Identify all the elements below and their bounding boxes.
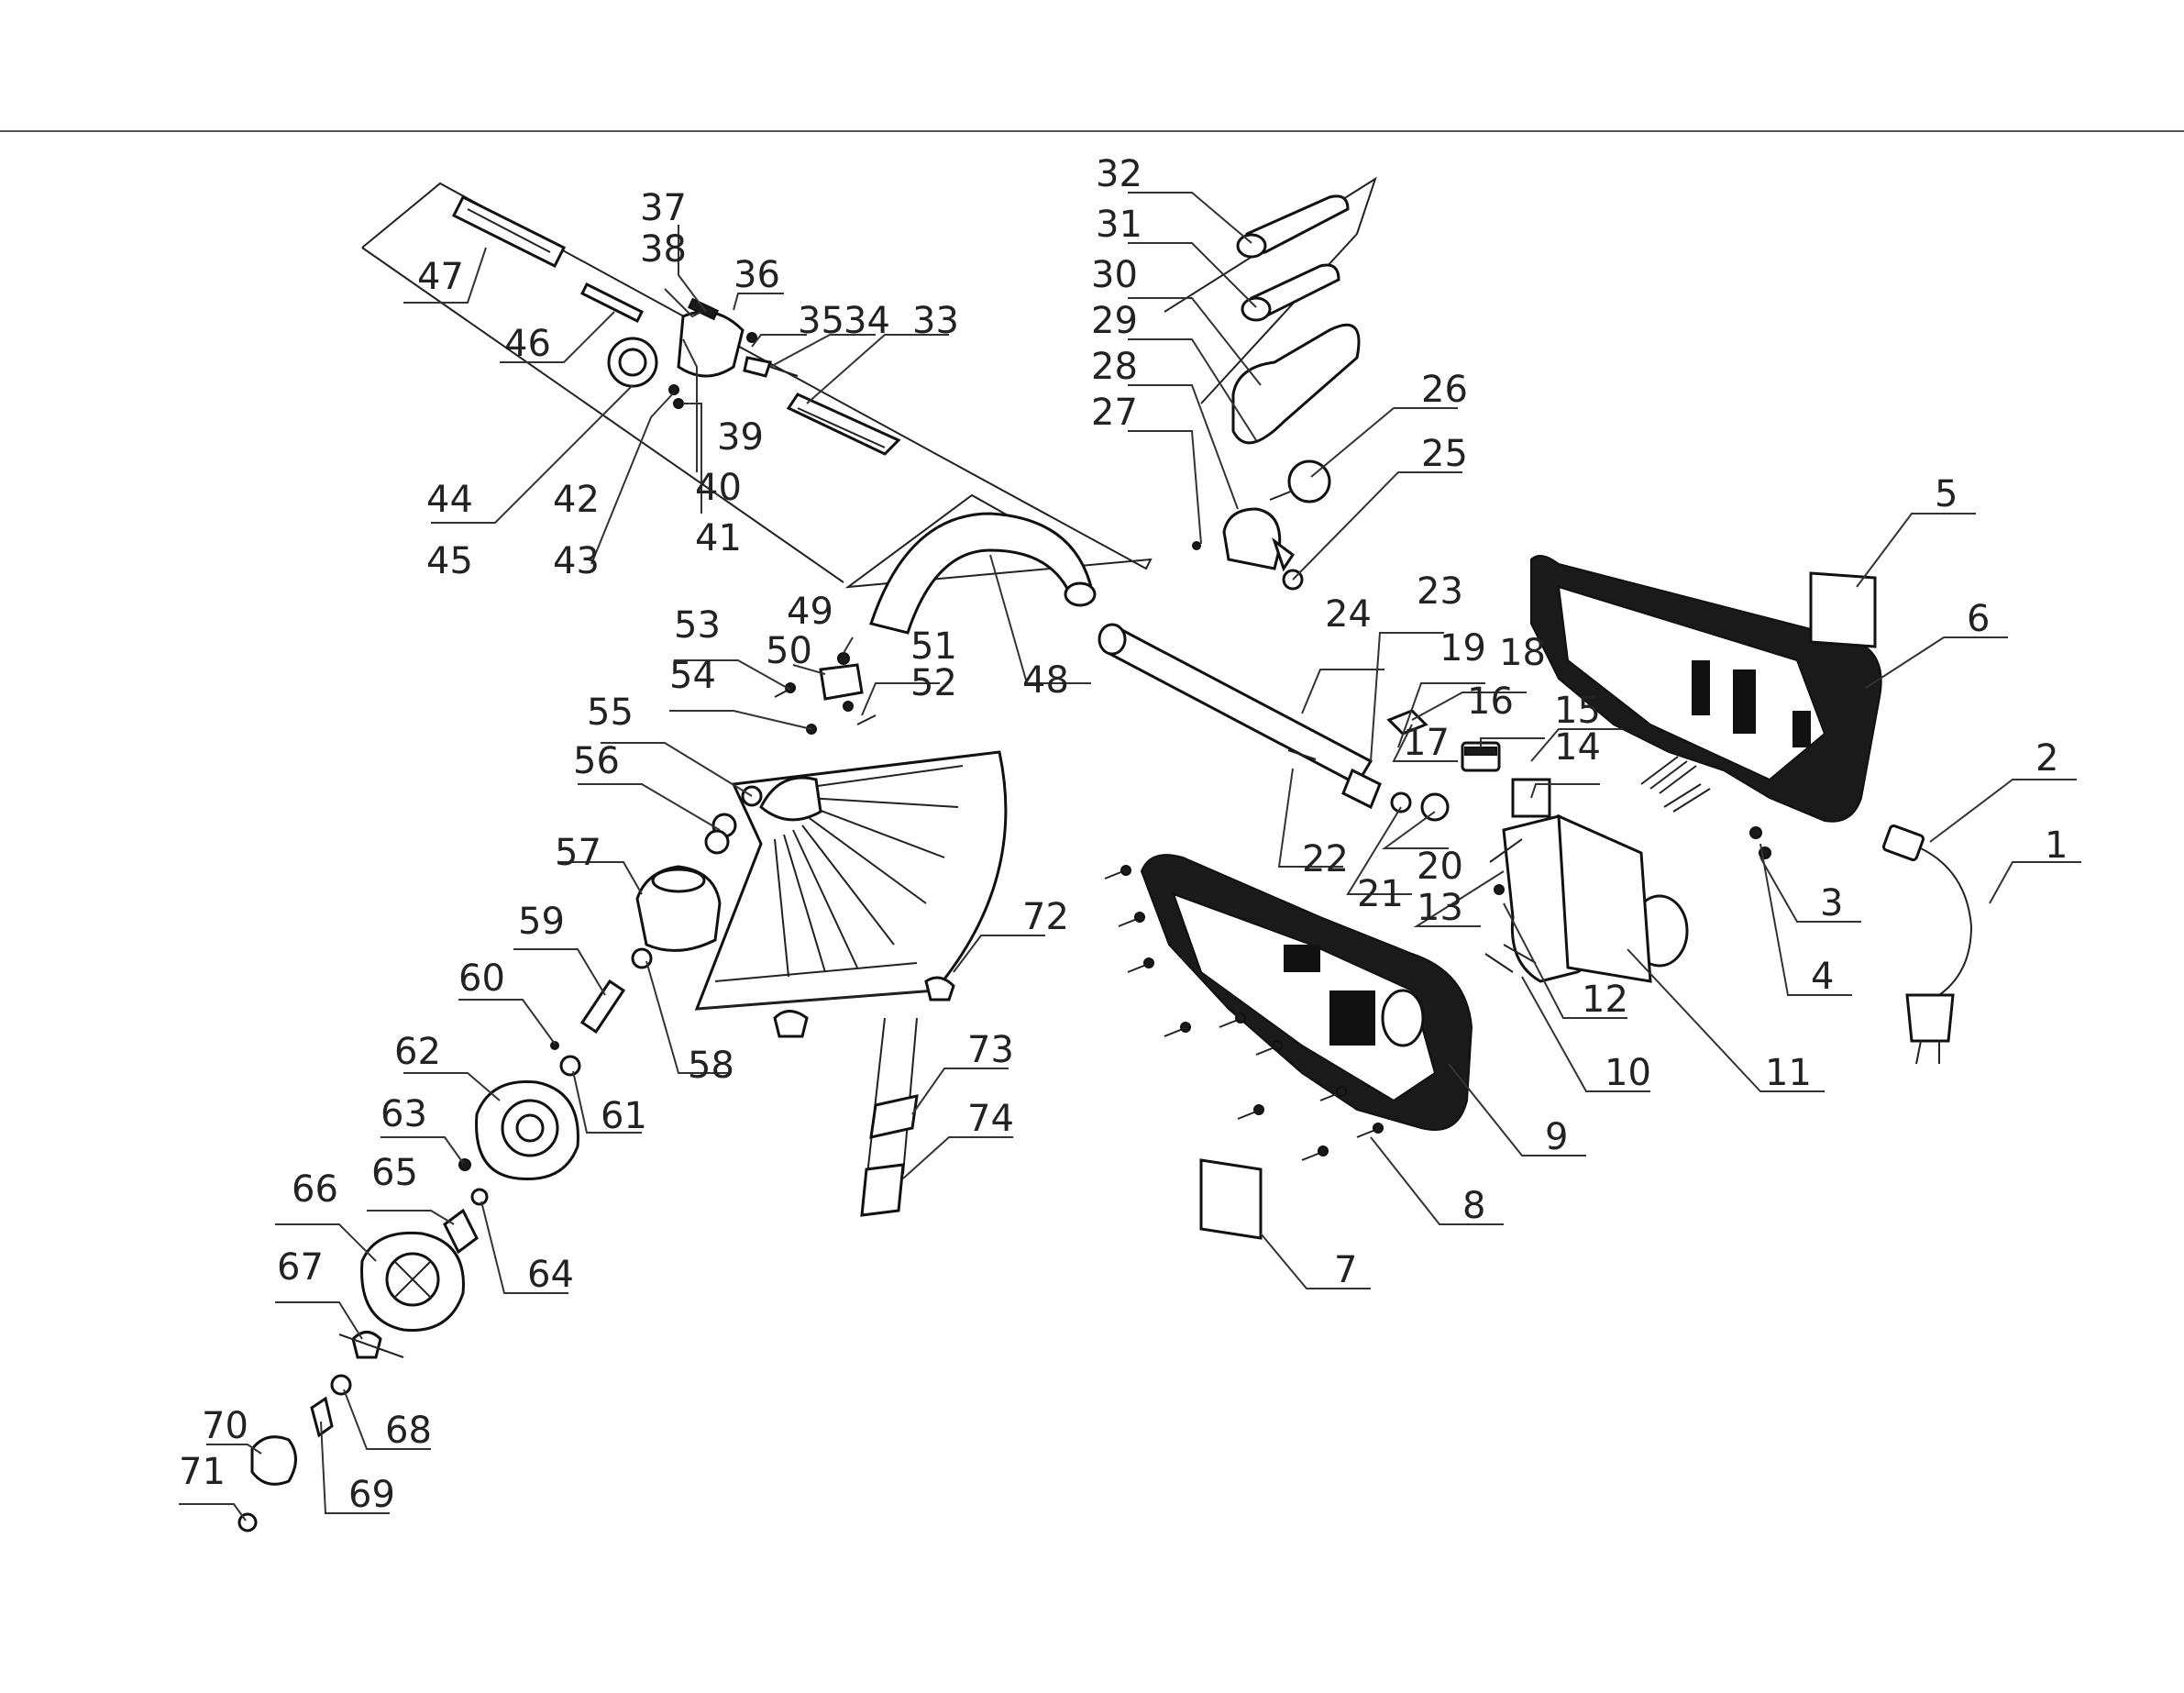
rear-handle-assembly	[361, 182, 1153, 589]
callout-19: 19	[1439, 627, 1486, 669]
callout-5: 5	[1935, 473, 1958, 515]
callout-72: 72	[1022, 896, 1069, 938]
callout-28: 28	[1091, 346, 1138, 388]
callout-63: 63	[381, 1093, 427, 1135]
screws	[1104, 826, 1771, 1161]
callout-73: 73	[967, 1029, 1014, 1071]
callout-15: 15	[1554, 690, 1601, 732]
callout-21: 21	[1357, 873, 1404, 915]
callout-3: 3	[1820, 882, 1843, 924]
callout-33: 33	[912, 300, 959, 342]
callout-37: 37	[640, 187, 687, 229]
callout-53: 53	[674, 604, 721, 647]
callout-18: 18	[1499, 632, 1546, 674]
callout-31: 31	[1096, 204, 1142, 246]
callout-27: 27	[1091, 392, 1138, 434]
callout-61: 61	[601, 1095, 647, 1137]
guard	[694, 750, 1008, 1217]
callout-57: 57	[555, 832, 601, 874]
callout-64: 64	[527, 1254, 574, 1296]
callout-25: 25	[1421, 433, 1468, 475]
callout-24: 24	[1325, 593, 1372, 636]
callout-4: 4	[1811, 956, 1834, 998]
power-cord	[1881, 824, 1973, 1065]
callout-labels: 1 2 3 4 5 6 7 8 9 10 11 12 13 14 15 16 1…	[179, 153, 2068, 1516]
callout-10: 10	[1605, 1052, 1651, 1094]
callout-41: 41	[695, 517, 742, 559]
shaft-assembly	[869, 512, 1450, 822]
callout-36: 36	[734, 254, 780, 296]
callout-70: 70	[202, 1405, 248, 1447]
callout-13: 13	[1417, 887, 1463, 929]
callout-69: 69	[348, 1474, 395, 1516]
leader-lines	[179, 192, 2081, 1521]
callout-51: 51	[910, 625, 957, 668]
callout-49: 49	[787, 591, 833, 633]
callout-71: 71	[179, 1451, 226, 1493]
callout-48: 48	[1022, 659, 1069, 702]
left-housing	[1140, 854, 1473, 1240]
callout-43: 43	[553, 540, 600, 582]
callout-9: 9	[1545, 1116, 1568, 1158]
callout-74: 74	[967, 1098, 1014, 1140]
callout-60: 60	[458, 957, 505, 1000]
callout-16: 16	[1467, 681, 1514, 723]
callout-6: 6	[1967, 598, 1990, 640]
head-lower	[237, 979, 626, 1533]
right-housing	[1530, 555, 1882, 823]
callout-38: 38	[640, 228, 687, 271]
callout-22: 22	[1302, 838, 1349, 880]
callout-32: 32	[1096, 153, 1142, 195]
part-artwork	[237, 176, 1973, 1533]
callout-52: 52	[910, 662, 957, 704]
callout-59: 59	[518, 901, 565, 943]
callout-14: 14	[1554, 726, 1601, 769]
callout-44: 44	[426, 479, 473, 521]
callout-45: 45	[426, 540, 473, 582]
callout-17: 17	[1403, 722, 1450, 764]
callout-67: 67	[277, 1246, 324, 1289]
callout-7: 7	[1334, 1249, 1357, 1291]
callout-2: 2	[2035, 737, 2058, 780]
callout-54: 54	[669, 655, 716, 697]
callout-1: 1	[2045, 824, 2068, 867]
callout-35: 35	[798, 300, 844, 342]
motor-assembly	[1386, 709, 1711, 983]
callout-46: 46	[504, 323, 551, 365]
callout-30: 30	[1091, 254, 1138, 296]
callout-65: 65	[371, 1152, 418, 1194]
callout-66: 66	[292, 1168, 338, 1211]
callout-56: 56	[573, 740, 620, 782]
callout-11: 11	[1765, 1052, 1812, 1094]
callout-34: 34	[844, 300, 890, 342]
callout-40: 40	[695, 467, 742, 509]
callout-68: 68	[385, 1410, 432, 1452]
callout-29: 29	[1091, 300, 1138, 342]
callout-47: 47	[417, 256, 464, 298]
callout-42: 42	[553, 479, 600, 521]
callout-39: 39	[717, 416, 764, 459]
callout-8: 8	[1462, 1185, 1485, 1227]
callout-55: 55	[587, 692, 634, 734]
callout-20: 20	[1417, 846, 1463, 888]
assist-handle-assembly	[1164, 176, 1377, 591]
callout-12: 12	[1582, 979, 1628, 1021]
callout-50: 50	[766, 630, 812, 672]
callout-26: 26	[1421, 369, 1468, 411]
head-upper	[631, 652, 877, 969]
callout-62: 62	[394, 1031, 441, 1073]
callout-58: 58	[688, 1045, 734, 1087]
callout-23: 23	[1417, 570, 1463, 613]
